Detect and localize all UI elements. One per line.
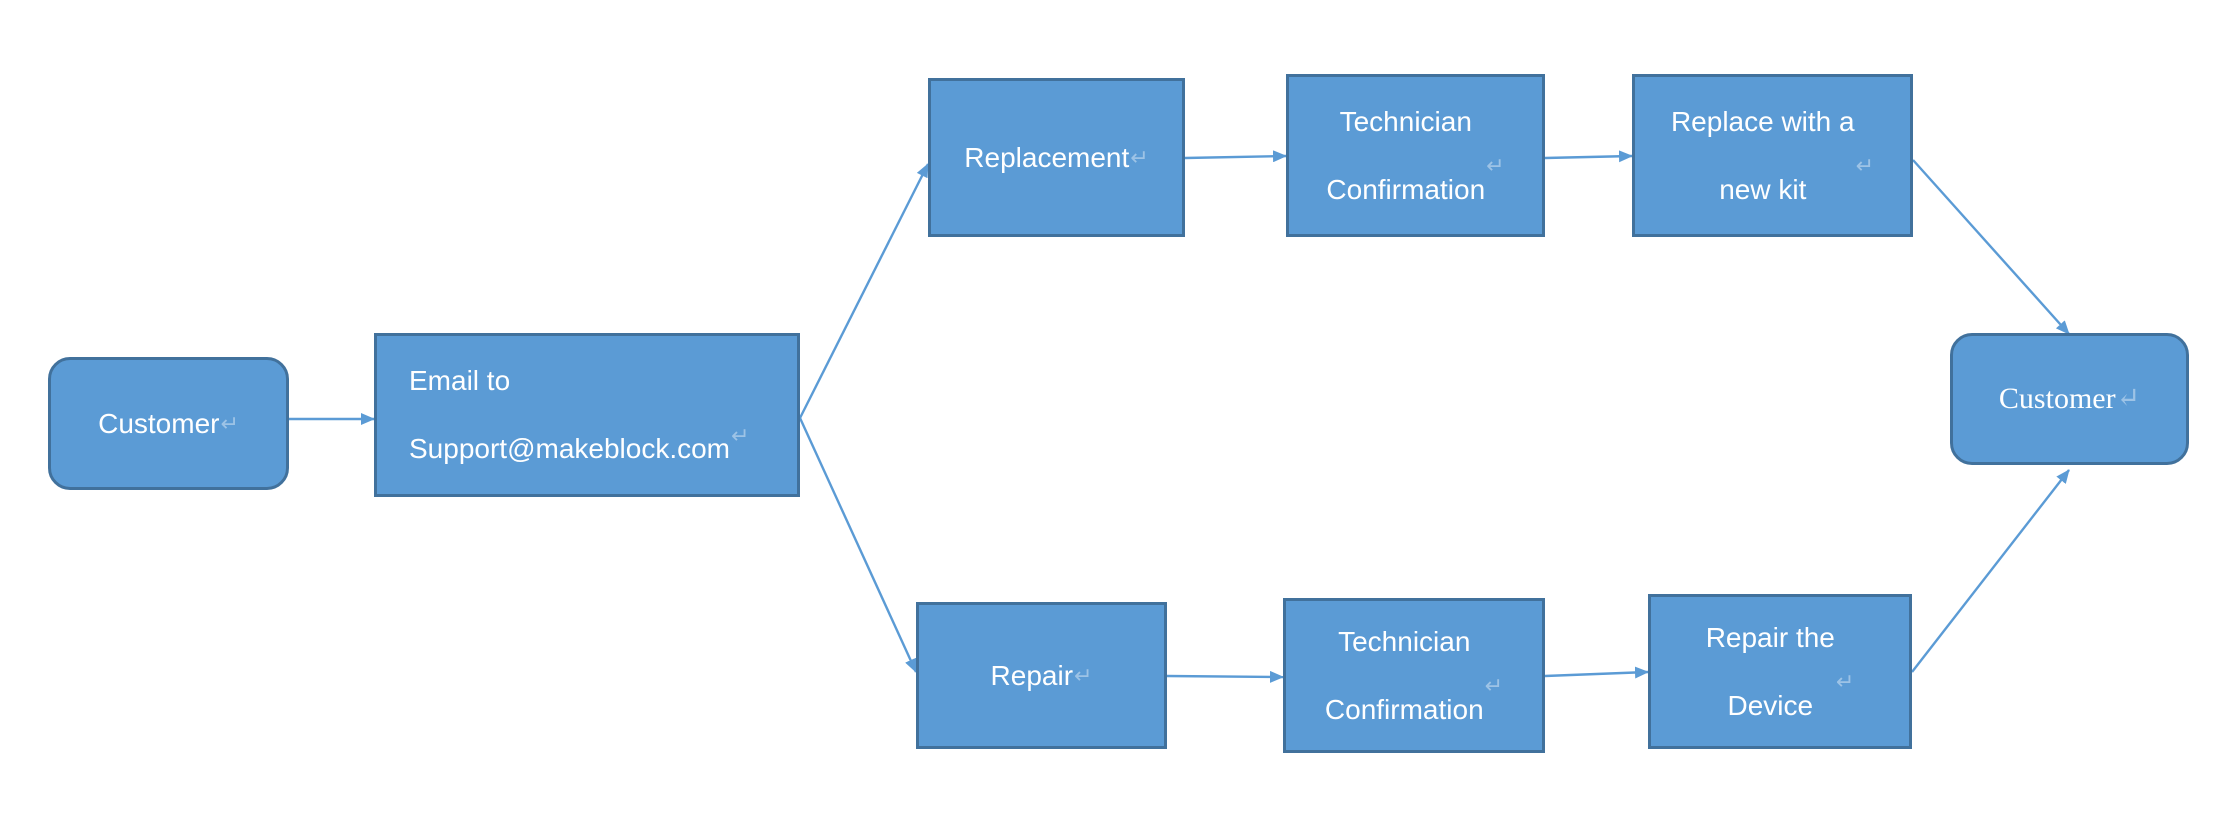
node-label: Replacement (964, 141, 1130, 173)
node-replacement: Replacement↵ (928, 78, 1185, 237)
edge-replacement-to-tech-top (1184, 150, 1287, 163)
node-label: Replace with a new kit (1670, 105, 1855, 205)
node-label: Technician Confirmation (1326, 105, 1486, 205)
paragraph-mark-icon: ↵ (1486, 153, 1505, 178)
edge-tech-bottom-to-repair-device (1544, 666, 1649, 679)
node-label: Customer (98, 407, 220, 439)
node-repair: Repair↵ (916, 602, 1167, 749)
node-customer-start: Customer↵ (48, 357, 289, 490)
edge-email-to-replacement (798, 163, 930, 419)
edge-repair-device-to-customer (1911, 469, 2070, 673)
node-label: Customer (1998, 382, 2116, 415)
paragraph-mark-icon: ↵ (731, 423, 750, 448)
paragraph-mark-icon: ↵ (220, 410, 239, 436)
paragraph-mark-icon: ↵ (2116, 383, 2141, 414)
node-technician-confirmation-bottom: Technician Confirmation↵ (1283, 598, 1545, 753)
edge-email-to-repair (798, 417, 918, 673)
node-label: Repair (990, 659, 1074, 691)
edge-repair-to-tech-bottom (1166, 670, 1284, 683)
paragraph-mark-icon: ↵ (1484, 673, 1504, 698)
edge-tech-top-to-replace-kit (1544, 150, 1633, 163)
node-technician-confirmation-top: Technician Confirmation↵ (1286, 74, 1545, 237)
paragraph-mark-icon: ↵ (1835, 669, 1855, 694)
paragraph-mark-icon: ↵ (1855, 153, 1875, 178)
node-label: Repair the Device (1705, 621, 1835, 721)
node-repair-the-device: Repair the Device↵ (1648, 594, 1912, 749)
edge-replace-kit-to-customer (1912, 159, 2070, 335)
node-label: Email to Support@makeblock.com (409, 365, 731, 464)
node-replace-new-kit: Replace with a new kit↵ (1632, 74, 1913, 237)
paragraph-mark-icon: ↵ (1074, 662, 1093, 688)
paragraph-mark-icon: ↵ (1130, 144, 1149, 170)
node-label: Technician Confirmation (1324, 625, 1484, 725)
node-email-support: Email to Support@makeblock.com↵ (374, 333, 800, 497)
node-customer-end: Customer↵ (1950, 333, 2189, 465)
